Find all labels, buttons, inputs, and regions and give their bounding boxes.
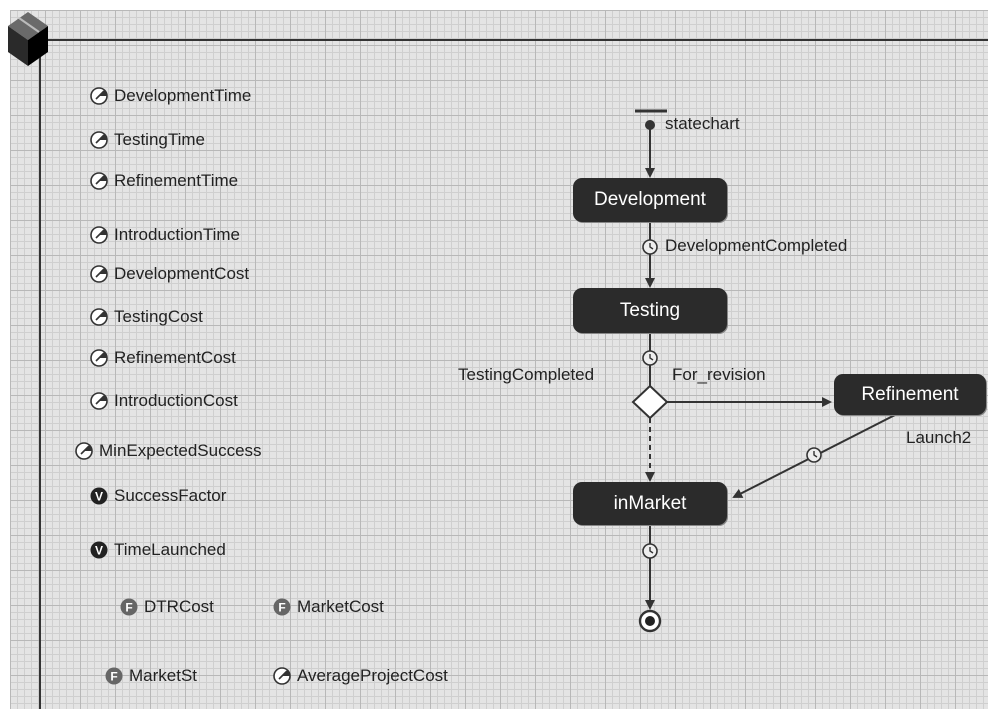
state-development[interactable]: Development (573, 178, 727, 222)
parameter-label: DevelopmentTime (114, 86, 252, 105)
parameter-icon (90, 172, 108, 190)
variable-icon: V (90, 487, 108, 505)
svg-text:F: F (125, 601, 132, 615)
parameter-item[interactable]: RefinementTime (90, 171, 238, 191)
parameter-item[interactable]: IntroductionCost (90, 391, 238, 411)
transition-label-launch2: Launch2 (906, 428, 972, 447)
parameter-icon (90, 131, 108, 149)
parameter-icon (90, 308, 108, 326)
parameter-label: TestingCost (114, 307, 203, 326)
parameter-item[interactable]: MinExpectedSuccess (75, 441, 262, 461)
function-label: DTRCost (144, 597, 214, 616)
parameter-label: MinExpectedSuccess (99, 441, 262, 460)
branch-node[interactable] (631, 384, 669, 420)
variable-label: TimeLaunched (114, 540, 226, 559)
parameter-label: IntroductionTime (114, 225, 240, 244)
state-refinement[interactable]: Refinement (834, 374, 986, 415)
parameter-icon (90, 265, 108, 283)
parameter-item[interactable]: IntroductionTime (90, 225, 240, 245)
variable-icon: V (90, 541, 108, 559)
parameter-item[interactable]: DevelopmentCost (90, 264, 249, 284)
function-item[interactable]: F MarketCost (273, 597, 384, 617)
state-in-market[interactable]: inMarket (573, 482, 727, 525)
function-icon: F (273, 598, 291, 616)
parameter-item[interactable]: RefinementCost (90, 348, 236, 368)
function-label: MarketCost (297, 597, 384, 616)
svg-text:F: F (110, 670, 117, 684)
transition-label-for-revision: For_revision (672, 365, 766, 384)
parameter-item[interactable]: TestingCost (90, 307, 203, 327)
svg-text:V: V (95, 544, 103, 558)
parameter-item[interactable]: TestingTime (90, 130, 205, 150)
parameter-item[interactable]: AverageProjectCost (273, 666, 448, 686)
parameter-icon (90, 226, 108, 244)
variable-label: SuccessFactor (114, 486, 227, 505)
state-label: inMarket (613, 492, 687, 514)
final-state[interactable] (638, 609, 662, 633)
state-label: Development (594, 189, 706, 210)
parameter-icon (90, 349, 108, 367)
transition-label-development-completed: DevelopmentCompleted (665, 236, 848, 255)
variable-item[interactable]: V TimeLaunched (90, 540, 226, 560)
parameter-label: AverageProjectCost (297, 666, 448, 685)
timer-icon (806, 447, 822, 463)
statechart-entry-label: statechart (665, 114, 740, 133)
variable-item[interactable]: V SuccessFactor (90, 486, 226, 506)
parameter-label: RefinementCost (114, 348, 236, 367)
function-item[interactable]: F DTRCost (120, 597, 214, 617)
parameter-icon (75, 442, 93, 460)
function-label: MarketSt (129, 666, 198, 685)
parameter-icon (273, 667, 291, 685)
state-label: Testing (619, 299, 681, 321)
svg-text:V: V (95, 490, 103, 504)
parameter-label: DevelopmentCost (114, 264, 250, 283)
transition-label-testing-completed: TestingCompleted (458, 365, 595, 384)
parameter-item[interactable]: DevelopmentTime (90, 86, 251, 106)
parameter-icon (90, 392, 108, 410)
svg-text:F: F (278, 601, 285, 615)
function-icon: F (105, 667, 123, 685)
state-testing[interactable]: Testing (573, 288, 727, 333)
function-icon: F (120, 598, 138, 616)
parameter-icon (90, 87, 108, 105)
function-item[interactable]: F MarketSt (105, 666, 197, 686)
timer-icon (642, 350, 658, 366)
timer-icon (642, 239, 658, 255)
agent-box-icon (8, 12, 48, 66)
parameter-label: RefinementTime (114, 171, 239, 190)
grid-major-lines (10, 10, 988, 709)
state-label: Refinement (861, 383, 959, 405)
timer-icon (642, 543, 658, 559)
parameter-label: IntroductionCost (114, 391, 238, 410)
parameter-label: TestingTime (114, 130, 206, 149)
